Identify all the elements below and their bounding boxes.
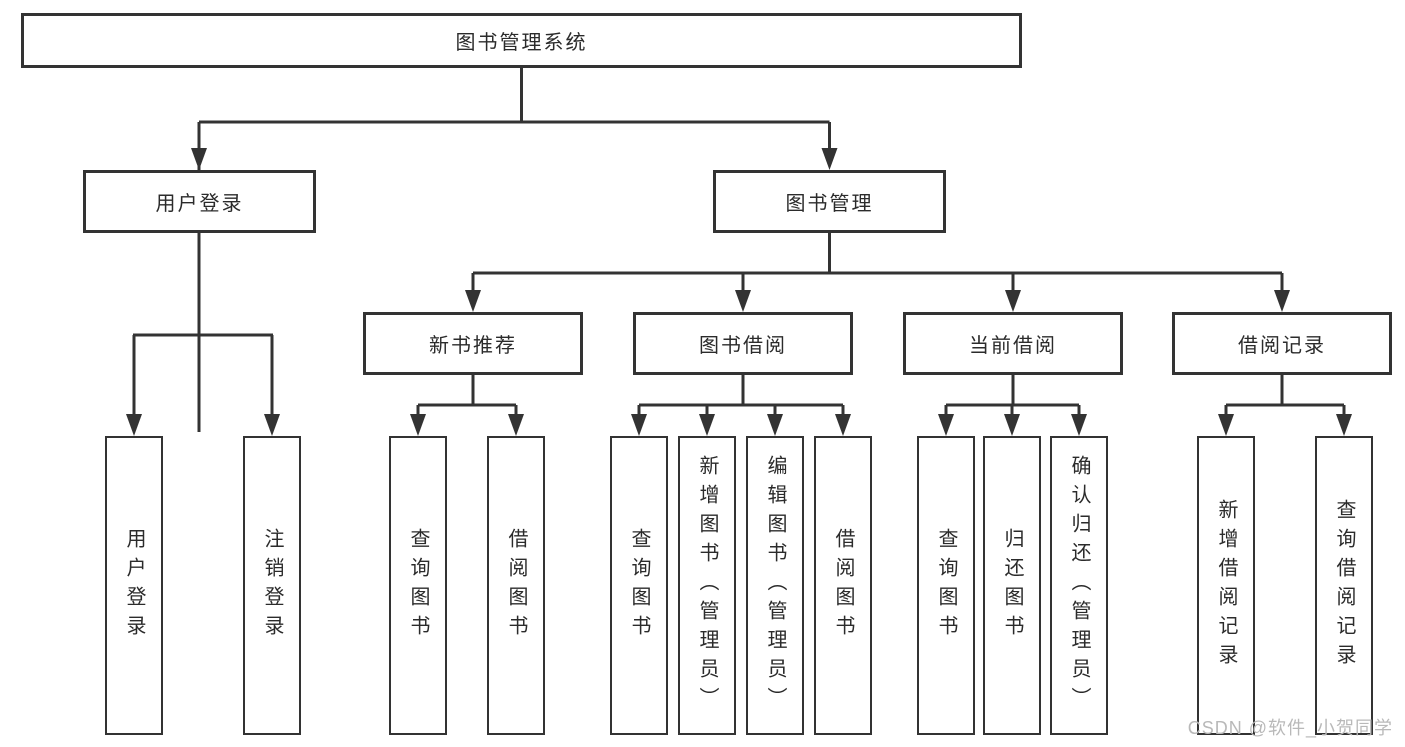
node-label: 新增图书（管理员） [696,455,718,716]
node-leaf-logout: 注销登录 [243,436,301,735]
node-label: 归还图书 [1001,527,1023,644]
connector-book-borrowing-branch [637,375,845,432]
node-label: 借阅图书 [832,527,854,644]
connector-new-book-branch [416,375,518,432]
node-leaf-borrow-books-borrowing: 借阅图书 [814,436,872,735]
node-library-management-system: 图书管理系统 [21,13,1022,68]
node-label: 编辑图书（管理员） [764,455,786,716]
node-new-book-recommendation: 新书推荐 [363,312,583,375]
node-label: 用户登录 [123,527,145,644]
node-label: 图书借阅 [699,335,787,357]
node-leaf-query-borrow-record: 查询借阅记录 [1315,436,1373,735]
node-label: 当前借阅 [969,335,1057,357]
node-leaf-query-books-recommend: 查询图书 [389,436,447,735]
node-label: 借阅记录 [1238,335,1326,357]
node-leaf-return-books: 归还图书 [983,436,1041,735]
node-label: 新增借阅记录 [1215,498,1237,673]
node-label: 查询图书 [628,527,650,644]
watermark: CSDN @软件_小贺同学 [1187,718,1393,738]
node-leaf-edit-books-admin: 编辑图书（管理员） [746,436,804,735]
node-label: 确认归还（管理员） [1068,455,1090,716]
connector-book-management-branch [471,233,1284,308]
connector-user-login-branch [132,233,274,432]
node-book-borrowing: 图书借阅 [633,312,853,375]
connector-root-to-level2 [197,68,831,432]
node-borrowing-records: 借阅记录 [1172,312,1392,375]
node-leaf-confirm-return-admin: 确认归还（管理员） [1050,436,1108,735]
node-label: 查询图书 [935,527,957,644]
node-leaf-query-books-borrowing: 查询图书 [610,436,668,735]
node-leaf-query-books-current: 查询图书 [917,436,975,735]
node-label: 图书管理系统 [455,32,588,54]
arrowheads [126,148,1352,436]
node-book-management: 图书管理 [713,170,946,233]
node-label: 查询借阅记录 [1333,498,1355,673]
node-label: 新书推荐 [429,335,517,357]
node-leaf-add-books-admin: 新增图书（管理员） [678,436,736,735]
node-label: 借阅图书 [505,527,527,644]
node-label: 注销登录 [261,527,283,644]
node-current-borrowing: 当前借阅 [903,312,1123,375]
node-label: 图书管理 [785,193,874,215]
node-leaf-borrow-books-recommend: 借阅图书 [487,436,545,735]
connector-borrowing-records-branch [1224,375,1346,432]
node-label: 查询图书 [407,527,429,644]
node-label: 用户登录 [155,193,244,215]
node-leaf-user-login: 用户登录 [105,436,163,735]
node-user-login: 用户登录 [83,170,316,233]
node-leaf-add-borrow-record: 新增借阅记录 [1197,436,1255,735]
